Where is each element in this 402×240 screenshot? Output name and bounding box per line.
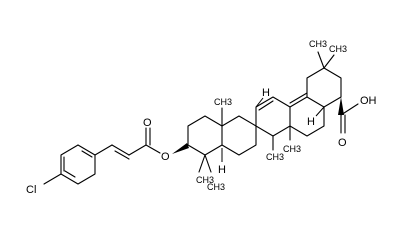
methyl-label-c20b: CH3 — [329, 44, 347, 54]
hydrogen-label-c9: H — [262, 87, 270, 99]
stereo-wedge-c17 — [338, 97, 344, 115]
ring-d — [289, 92, 325, 141]
chlorine-label: Cl — [26, 184, 36, 196]
acid-carbonyl-oxygen-label: O — [338, 137, 347, 149]
ring-c — [255, 96, 291, 151]
stereo-wedge-c3 — [172, 143, 189, 154]
carboxylic-acid-group — [340, 103, 359, 134]
methyl-label-c20a: CH3 — [309, 39, 327, 49]
hydrogen-label-c5: H — [218, 164, 226, 176]
methyl-label-c14: CH3 — [283, 144, 301, 154]
methyl-label-c4a: CH3 — [196, 175, 214, 185]
ring-a — [187, 115, 223, 173]
chemical-structure-diagram: Cl O O CH3 CH3 CH3 H CH3 — [26, 39, 377, 196]
cinnamoyl-chain — [94, 127, 161, 160]
ring-e — [306, 51, 344, 117]
acid-hydroxyl-label: OH — [360, 95, 377, 107]
methyl-label-c10: CH3 — [214, 97, 232, 107]
ring-b — [221, 107, 257, 162]
methyl-label-c8: CH3 — [266, 152, 284, 162]
chlorophenyl-ring — [43, 144, 96, 185]
carbonyl-oxygen-label: O — [143, 117, 152, 129]
methyl-label-c4b: CH3 — [207, 182, 225, 192]
ester-oxygen-label: O — [161, 151, 170, 163]
hydrogen-label-c18: H — [307, 116, 315, 128]
